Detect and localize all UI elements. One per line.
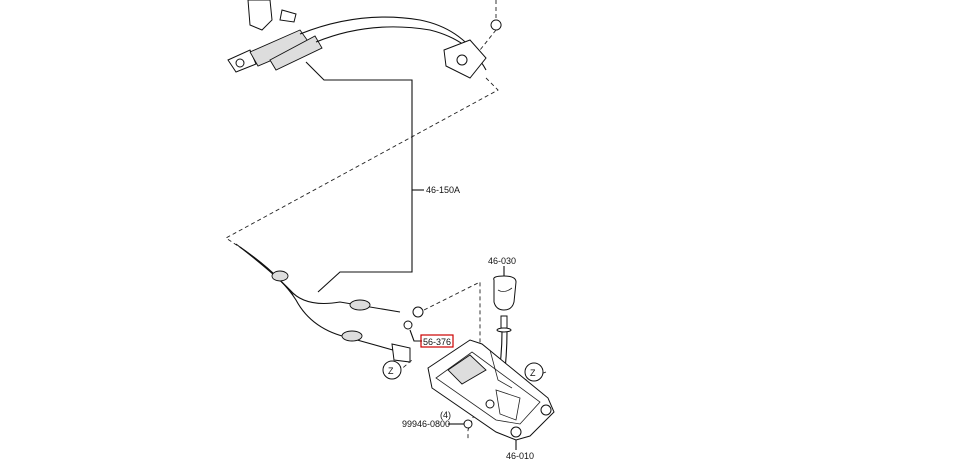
label-shifter-base: 46-010 [506, 451, 534, 461]
cable-leader [305, 61, 413, 293]
label-cable: 46-150A [426, 185, 460, 195]
highlight-box [420, 334, 454, 348]
cable-route-dashed [225, 77, 499, 251]
zone-marker-left [382, 360, 402, 380]
label-bolt-qty: (4) [440, 410, 451, 420]
label-nut: 56-376 [423, 337, 451, 347]
label-bolt: 99946-0800 [402, 419, 450, 429]
zone-marker-right [524, 362, 544, 382]
cable-upper-ends [227, 16, 487, 79]
label-zone-right: Z [530, 368, 536, 378]
label-zone-left: Z [388, 366, 394, 376]
upper-bracket [247, 0, 502, 51]
shifter-base [427, 339, 555, 450]
cable-lower [235, 243, 424, 363]
label-knob: 46-030 [488, 256, 516, 266]
